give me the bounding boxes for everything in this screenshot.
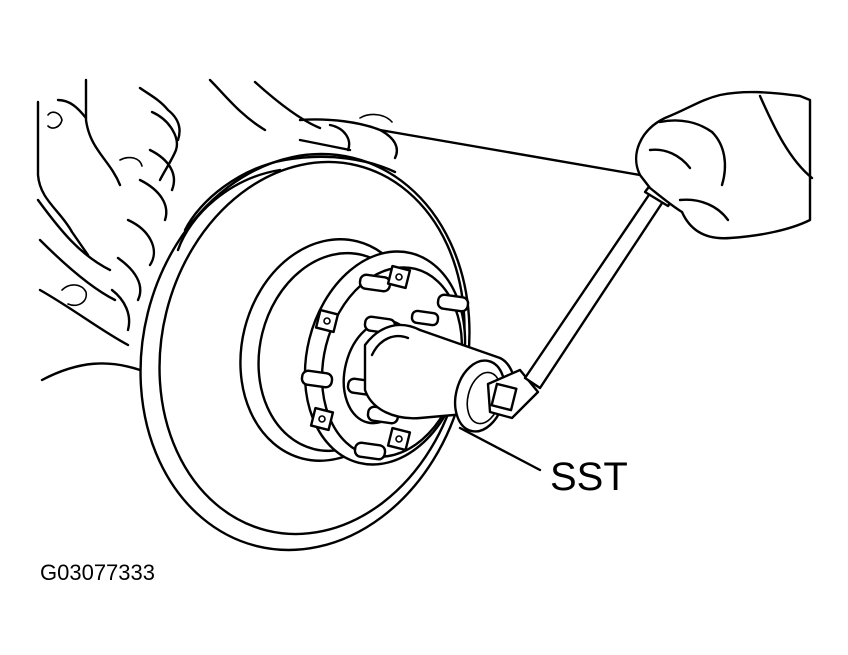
- suspension-background: [36, 78, 642, 382]
- sst-label: SST: [550, 455, 628, 499]
- hub-nut: [386, 426, 412, 452]
- hub-bolt: [300, 369, 334, 389]
- hub-nut: [309, 406, 335, 432]
- hub-bolt: [353, 441, 387, 461]
- torque-wrench: [486, 170, 684, 420]
- hub-nut: [314, 308, 340, 334]
- technician-hand: [635, 90, 814, 240]
- figure-id-label: G03077333: [40, 560, 155, 585]
- hub-nuts: [309, 264, 412, 452]
- hub-bolt: [436, 293, 470, 313]
- hub-bolt: [410, 309, 440, 327]
- hub-bolt: [358, 273, 392, 293]
- hub-nut: [386, 264, 412, 290]
- sst-leader-line: [458, 426, 542, 472]
